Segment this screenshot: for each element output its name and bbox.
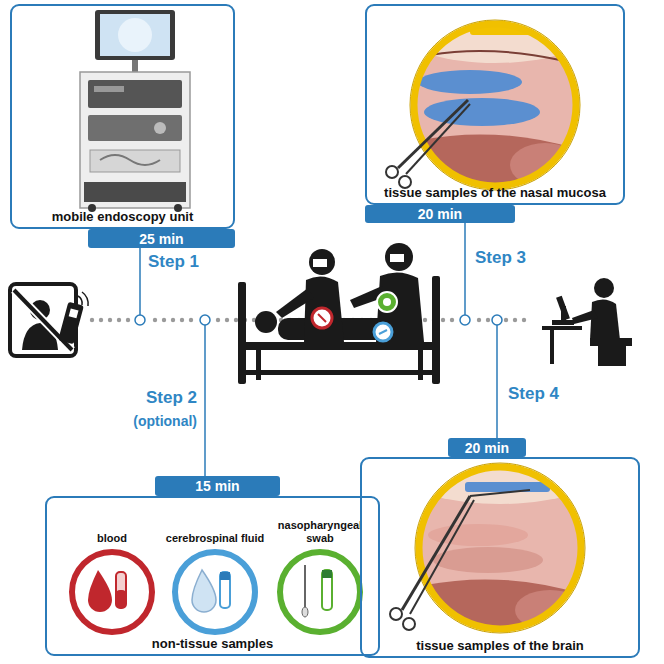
duration-label: 15 min	[195, 478, 239, 494]
sample-label: nasopharyngeal swab	[270, 519, 370, 545]
timeline-dot	[225, 318, 229, 322]
duration-label: 20 min	[418, 206, 462, 222]
circle-outline	[62, 502, 162, 637]
sample-icons	[88, 565, 332, 617]
circle-ring	[72, 552, 152, 632]
panel-caption: tissue samples of the brain	[362, 638, 638, 653]
timeline-dot	[423, 318, 427, 322]
sample-panel: non-tissue samples bloodcerebrospinal flu…	[45, 496, 380, 656]
timeline-dot	[216, 318, 220, 322]
timeline-dot	[171, 318, 175, 322]
duration-tab: 25 min	[88, 229, 235, 248]
sample-label: cerebrospinal fluid	[165, 532, 265, 545]
panel-caption: non-tissue samples	[47, 636, 378, 651]
timeline-dot	[126, 318, 130, 322]
sample-panel: tissue samples of the nasal mucosa	[365, 4, 625, 205]
step-label: Step 3	[475, 248, 526, 268]
sample-circle: blood	[62, 502, 162, 637]
endoscopy-tower	[80, 10, 190, 212]
leader-lines	[135, 223, 502, 476]
duration-tab: 20 min	[365, 205, 515, 223]
no-phone-icon	[10, 284, 88, 356]
timeline-dot	[108, 318, 112, 322]
panel-caption: mobile endoscopy unit	[12, 209, 233, 224]
timeline-dot	[180, 318, 184, 322]
timeline-dot	[504, 318, 508, 322]
timeline-dot	[441, 318, 445, 322]
equipment-panel: mobile endoscopy unit	[10, 4, 235, 229]
duration-tab: 15 min	[155, 476, 280, 496]
lab-worker-icon	[542, 278, 632, 366]
timeline-dot	[153, 318, 157, 322]
timeline-dot	[189, 318, 193, 322]
timeline-dot	[513, 318, 517, 322]
sample-circle: cerebrospinal fluid	[165, 502, 265, 637]
bed-scene	[238, 243, 440, 384]
timeline-dot	[450, 318, 454, 322]
step-label: Step 1	[148, 252, 199, 272]
sample-circle: nasopharyngeal swab	[270, 502, 370, 637]
circle-ring	[280, 552, 360, 632]
timeline-dot	[234, 318, 238, 322]
duration-tab: 20 min	[448, 438, 526, 457]
timeline-dot	[477, 318, 481, 322]
timeline-dot	[486, 318, 490, 322]
sample-label: blood	[62, 532, 162, 545]
nasal-anatomy	[386, 7, 585, 190]
timeline-dot	[522, 318, 526, 322]
panel-caption: tissue samples of the nasal mucosa	[367, 185, 623, 200]
duration-label: 25 min	[139, 231, 183, 247]
circle-ring	[175, 552, 255, 632]
timeline-dot	[99, 318, 103, 322]
sample-panel: tissue samples of the brain	[360, 457, 640, 658]
step-label: Step 4	[508, 384, 559, 404]
step-label: Step 2	[146, 388, 197, 408]
duration-label: 20 min	[465, 440, 509, 456]
brain-anatomy	[390, 452, 590, 633]
timeline-dot	[117, 318, 121, 322]
step-label: (optional)	[133, 413, 197, 429]
timeline-dot	[90, 318, 94, 322]
circle-outline	[165, 502, 265, 637]
timeline-dot	[162, 318, 166, 322]
